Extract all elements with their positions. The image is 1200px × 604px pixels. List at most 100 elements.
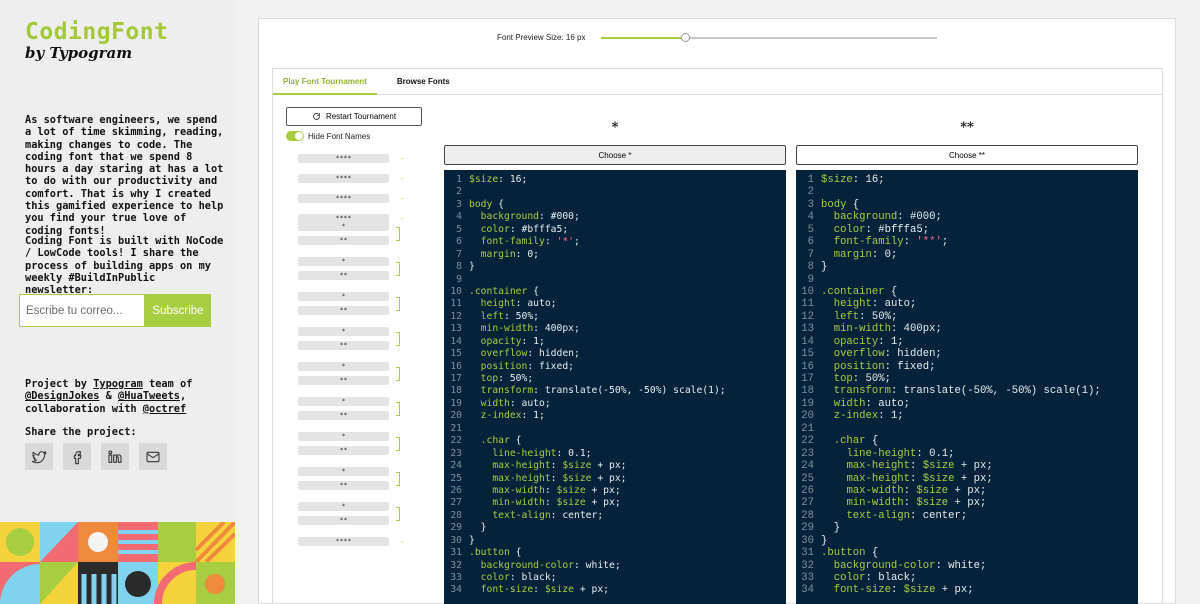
line-number: 18 [450,385,462,397]
line-number: 10 [801,285,814,298]
choose-a-button[interactable]: Choose * [444,145,786,165]
code-line: 33 color: black; [796,572,1138,584]
subscribe-button[interactable]: Subscribe [145,294,211,327]
share-twitter-button[interactable] [25,443,53,470]
code-line: 12 left: 50%; [796,311,1138,323]
code-line: 6 font-family: '**'; [796,236,1138,248]
bracket-connector [396,402,400,416]
code-line: 18 transform: translate(-50%, -50%) scal… [796,385,1138,397]
line-number: 12 [801,310,814,323]
code-line: 8} [444,261,786,273]
code-line: 22 .char { [796,435,1138,447]
code-line: 2 [444,186,786,198]
credits-text: Project by [25,378,94,390]
code-line: 6 font-family: '*'; [444,236,786,248]
subscribe-form: Subscribe [19,294,211,327]
code-line: 1$size: 16; [796,174,1138,186]
code-line: 31.button { [796,547,1138,559]
tab-play-font-tournament[interactable]: Play Font Tournament [273,69,377,95]
code-line: 30} [796,535,1138,547]
hide-font-names-label: Hide Font Names [308,131,371,141]
intro-text: As software engineers, we spend a lot of… [25,114,224,237]
code-line: 22 .char { [444,435,786,447]
twitter-icon [31,450,47,463]
line-number: 13 [450,323,462,335]
code-line: 33 color: black; [444,572,786,584]
bracket-connector [396,262,400,276]
line-number: 26 [801,484,814,497]
font-size-control: Font Preview Size: 16 px [497,32,938,42]
line-number: 15 [450,348,462,360]
line-number: 27 [801,497,814,510]
restart-tournament-button[interactable]: Restart Tournament [286,107,422,126]
font-size-slider[interactable] [601,32,938,42]
line-number: 2 [807,186,814,199]
bracket-connector [396,367,400,381]
share-linkedin-button[interactable] [101,443,129,470]
bracket-slot: ** [298,446,389,455]
slider-thumb[interactable] [681,32,691,42]
bracket-slot: * [298,397,389,406]
huatweets-link[interactable]: @HuaTweets [118,390,181,403]
line-number: 25 [801,472,814,485]
bracket-slot: **** [298,154,389,163]
bracket-slot: * [298,292,389,301]
bracket-connector [396,227,400,241]
share-title: Share the project: [25,426,137,438]
code-line: 16 position: fixed; [444,361,786,373]
code-line: 11 height: auto; [444,298,786,310]
code-line: 13 min-width: 400px; [444,323,786,335]
line-number: 31 [801,547,814,560]
octref-link[interactable]: @octref [142,402,187,415]
credits-text: team of [142,378,193,390]
line-number: 23 [801,447,814,460]
line-number: 7 [807,248,814,261]
designjokes-link[interactable]: @DesignJokes [25,390,100,403]
line-number: 32 [450,559,462,571]
code-line: 17 top: 50%; [796,373,1138,385]
choose-b-button[interactable]: Choose ** [796,145,1138,165]
typogram-link[interactable]: Typogram [93,378,143,390]
code-line: 1$size: 16; [444,174,786,186]
line-number: 3 [456,198,462,210]
code-line: 28 text-align: center; [444,510,786,522]
line-number: 11 [450,298,462,310]
credits-text: , collaboration with [25,390,187,415]
choice-b-title: ** [960,120,974,135]
share-email-button[interactable] [139,443,167,470]
logo[interactable]: CodingFont by Typogram [25,20,168,62]
code-line: 10.container { [796,286,1138,298]
line-number: 31 [450,547,462,559]
tab-browse-fonts[interactable]: Browse Fonts [396,77,450,86]
email-input[interactable] [19,294,145,327]
line-number: 11 [801,298,814,311]
hide-font-names-toggle[interactable] [286,131,304,141]
code-line: 26 max-width: $size + px; [444,485,786,497]
line-number: 17 [450,373,462,384]
code-line: 29 } [796,522,1138,534]
bracket-connector [396,437,400,451]
bracket-slot: * [298,467,389,476]
decorative-pattern [0,522,235,604]
bracket-slot: ** [298,516,389,525]
bracket-slot: * [298,257,389,266]
line-number: 18 [801,385,814,398]
share-facebook-button[interactable] [63,443,91,470]
code-line: 14 opacity: 1; [444,336,786,348]
line-number: 9 [456,273,462,285]
line-number: 34 [801,584,814,597]
line-number: 20 [801,410,814,423]
restart-label: Restart Tournament [325,112,397,121]
code-line: 5 color: #bfffa5; [444,224,786,236]
code-line: 29 } [444,522,786,534]
code-line: 23 line-height: 0.1; [444,448,786,460]
logo-subtitle: by Typogram [25,44,133,62]
code-line: 24 max-height: $size + px; [444,460,786,472]
code-line: 34 font-size: $size + px; [796,584,1138,596]
font-size-label: Font Preview Size: 16 px [497,33,586,42]
bracket-slot: **** [298,174,389,183]
bracket-slot: ** [298,481,389,490]
